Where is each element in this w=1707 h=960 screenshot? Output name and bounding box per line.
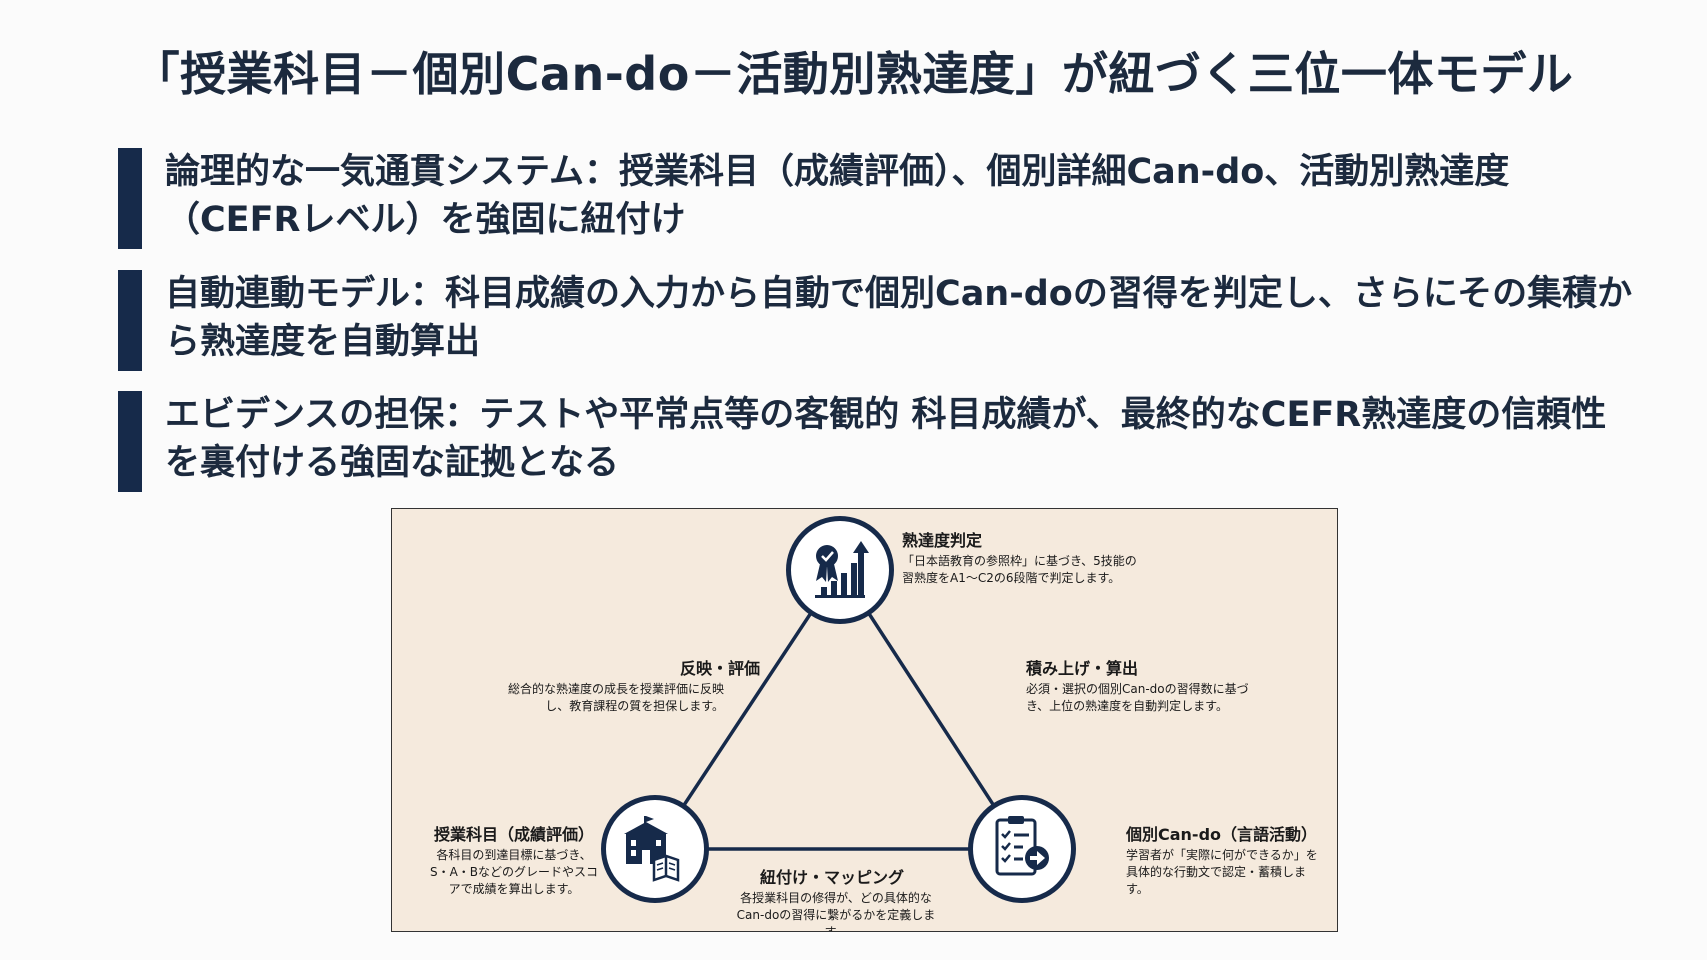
bullet-text: 論理的な一気通貫システム：授業科目（成績評価）、個別詳細Can-do、活動別熟達… — [165, 152, 1510, 240]
course-node — [601, 795, 709, 903]
bullet-text: エビデンスの担保：テストや平常点等の客観的 科目成績が、最終的なCEFR熟達度の… — [165, 395, 1607, 483]
triangle-edges — [653, 568, 1024, 851]
bullet-item: エビデンスの担保：テストや平常点等の客観的 科目成績が、最終的なCEFR熟達度の… — [118, 391, 1618, 492]
course-label: 授業科目（成績評価） — [434, 825, 595, 844]
course-desc: 各科目の到達目標に基づき、S・A・Bなどのグレードやスコアで成績を算出します。 — [429, 848, 599, 896]
mapping-label: 紐付け・マッピング — [759, 868, 904, 887]
cando-node — [968, 795, 1076, 903]
bullet-item: 自動連動モデル：科目成績の入力から自動で個別Can-doの習得を判定し、さらにそ… — [118, 270, 1632, 371]
award-chart-icon — [815, 541, 869, 598]
bullet-bar — [118, 391, 142, 492]
cando-desc: 学習者が「実際に何ができるか」を具体的な行動文で認定・蓄積します。 — [1126, 848, 1318, 896]
page-title: 「授業科目－個別Can-do－活動別熟達度」が紐づく三位一体モデル — [133, 47, 1574, 101]
proficiency-desc: 「日本語教育の参照枠」に基づき、5技能の習熟度をA1～C2の6段階で判定します。 — [902, 554, 1137, 585]
accumulate-desc: 必須・選択の個別Can-doの習得数に基づき、上位の熟達度を自動判定します。 — [1026, 682, 1249, 713]
reflect-label: 反映・評価 — [679, 659, 760, 678]
bullet-item: 論理的な一気通貫システム：授業科目（成績評価）、個別詳細Can-do、活動別熟達… — [118, 148, 1618, 249]
accumulate-label: 積み上げ・算出 — [1026, 659, 1139, 678]
bullet-bar — [118, 270, 142, 371]
cando-label: 個別Can-do（言語活動） — [1126, 825, 1318, 844]
school-book-icon — [624, 816, 680, 882]
checklist-icon — [995, 816, 1049, 876]
mapping-desc: 各授業科目の修得が、どの具体的なCan-doの習得に繋がるかを定義します。 — [736, 891, 936, 932]
proficiency-node — [786, 516, 894, 624]
proficiency-label: 熟達度判定 — [902, 531, 983, 550]
bullet-bar — [118, 148, 142, 249]
reflect-desc: 総合的な熟達度の成長を授業評価に反映し、教育課程の質を担保します。 — [507, 682, 724, 713]
bullet-text: 自動連動モデル：科目成績の入力から自動で個別Can-doの習得を判定し、さらにそ… — [165, 274, 1633, 362]
trinity-diagram: 熟達度判定 「日本語教育の参照枠」に基づき、5技能の習熟度をA1～C2の6段階で… — [391, 508, 1338, 932]
